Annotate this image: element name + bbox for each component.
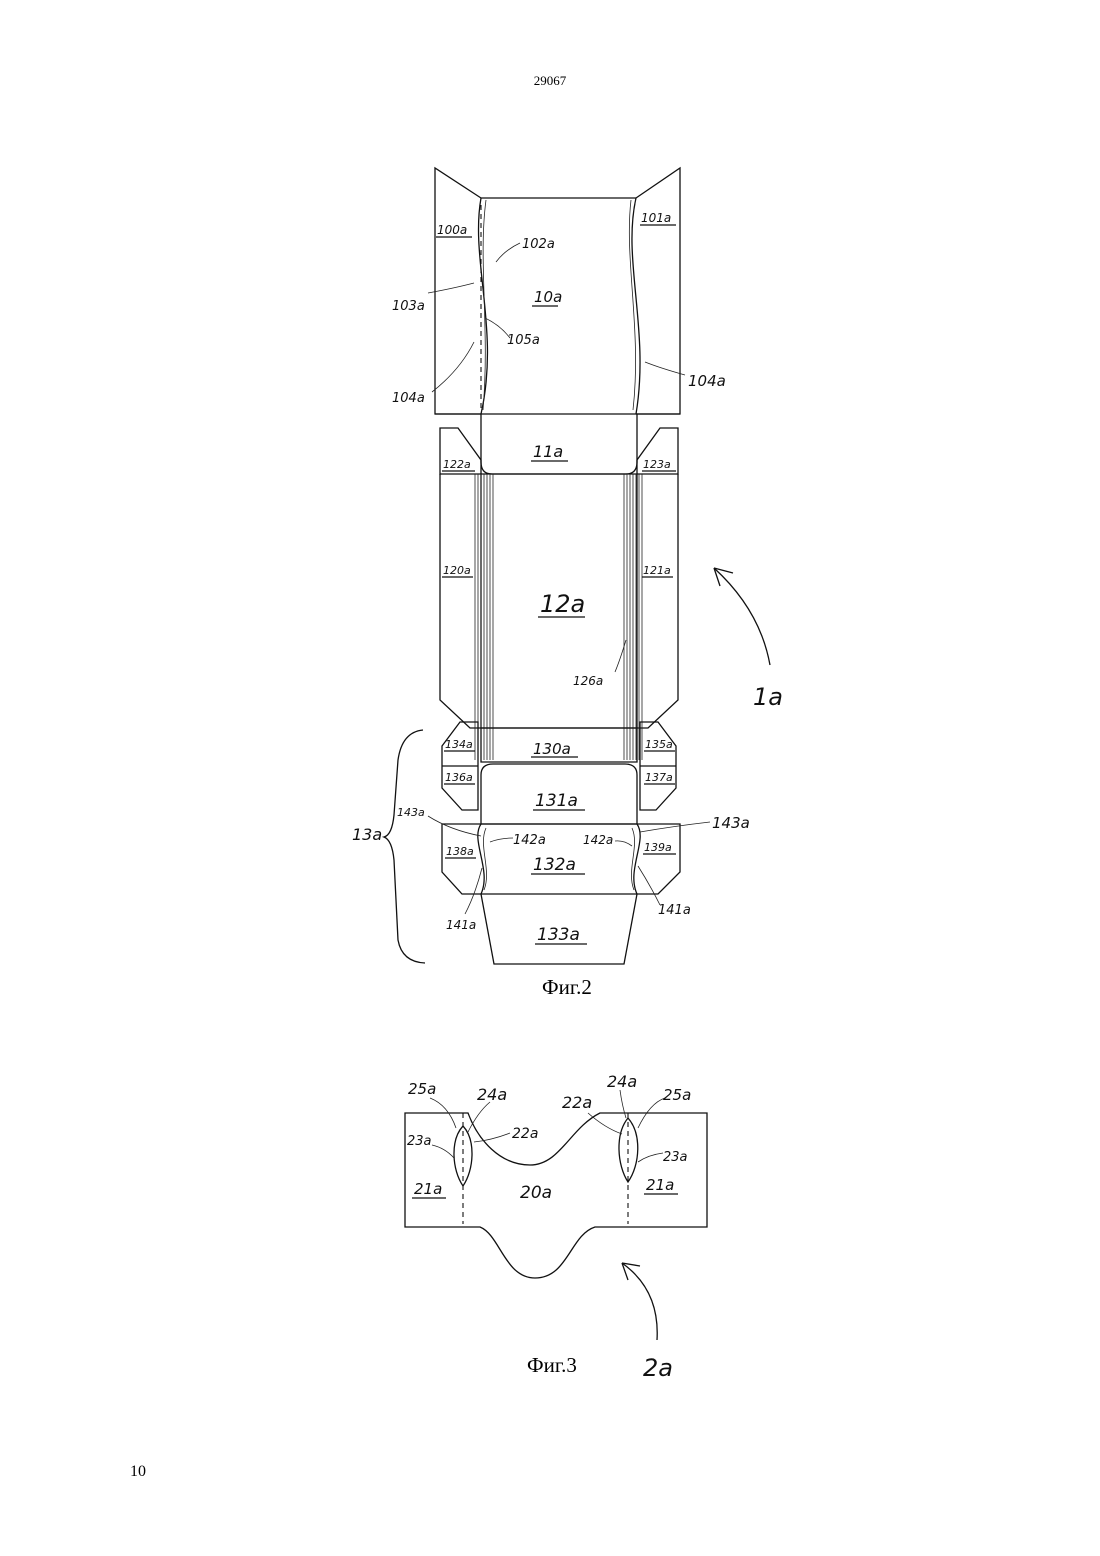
label-136a: 136a [445,771,473,784]
leader-142a-right [615,841,632,846]
label-141a-right: 141a [658,903,691,918]
label-2a: 2a [643,1354,673,1382]
label-121a: 121a [643,564,671,577]
leader-24a-left [468,1102,490,1132]
leader-104a-left [432,342,474,392]
flap-121a-outline [637,474,678,728]
label-139a: 139a [644,841,672,854]
label-138a: 138a [446,845,474,858]
fold-lines-126a-left [475,474,493,760]
label-22a-right: 22a [562,1093,592,1112]
label-panel-132a: 132a [533,855,576,875]
leader-24a-right [620,1090,626,1118]
leader-143a-left [428,816,481,836]
label-105a: 105a [507,333,540,348]
flap-139a-outline [637,824,680,894]
label-143a-right: 143a [712,814,750,832]
label-135a: 135a [645,738,673,751]
label-25a-left: 25a [408,1080,436,1098]
leader-23a-left [432,1145,454,1158]
label-25a-right: 25a [663,1086,691,1104]
label-134a: 134a [445,738,473,751]
page-number-bottom: 10 [130,1463,146,1481]
fig3-drawing [405,1090,707,1340]
panel-10a-left-inner [483,200,486,410]
label-104a-left: 104a [392,391,425,406]
fig2-drawing [384,168,770,964]
arrow-1a [714,568,770,665]
label-21a-right: 21a [646,1176,674,1194]
label-142a-left: 142a [513,833,546,848]
label-101a: 101a [641,211,671,225]
leader-104a-right [645,362,685,375]
label-13a: 13a [352,825,382,844]
arrow-2a [622,1263,657,1340]
flap-100a-outline [435,168,481,414]
label-100a: 100a [437,223,467,237]
leader-102a [496,243,520,262]
label-126a: 126a [573,674,603,688]
label-123a: 123a [643,458,671,471]
label-21a-left: 21a [414,1180,442,1198]
label-142a-right: 142a [583,833,613,847]
leader-142a-left [490,838,513,842]
leader-141a-left [465,868,482,914]
label-24a-right: 24a [607,1072,637,1091]
label-panel-131a: 131a [535,791,578,811]
label-panel-10a: 10a [534,288,562,306]
fig2-labels: 10a 11a 12a 130a 131a 132a 133a 100a 101… [352,211,783,999]
label-panel-12a: 12a [540,590,585,618]
label-143a-left: 143a [397,806,425,819]
brace-13a [384,730,425,963]
leader-141a-right [638,866,660,905]
label-103a: 103a [392,299,425,314]
leader-22a-right [588,1113,622,1134]
label-panel-130a: 130a [533,740,571,758]
fig3-outline [405,1113,707,1278]
label-panel-133a: 133a [537,925,580,945]
flap-101a-outline [636,168,680,414]
fig2-caption: Фиг.2 [542,975,592,999]
label-23a-right: 23a [663,1150,688,1165]
label-120a: 120a [443,564,471,577]
fold-lines-126a-right [624,474,642,760]
label-102a: 102a [522,237,555,252]
leader-23a-right [638,1153,663,1162]
label-141a-left: 141a [446,918,476,932]
label-122a: 122a [443,458,471,471]
fig3-caption: Фиг.3 [527,1353,577,1377]
label-23a-left: 23a [407,1134,432,1149]
label-1a: 1a [753,683,783,711]
label-22a-left: 22a [512,1126,538,1142]
panel-132a-left-curve [478,824,484,894]
label-24a-left: 24a [477,1085,507,1104]
label-panel-20a: 20a [520,1183,552,1203]
label-104a-right: 104a [688,372,726,390]
panel-10a-left-curve [478,198,487,414]
panel-132a-right-curve [634,824,640,894]
label-panel-11a: 11a [533,442,563,461]
label-137a: 137a [645,771,673,784]
